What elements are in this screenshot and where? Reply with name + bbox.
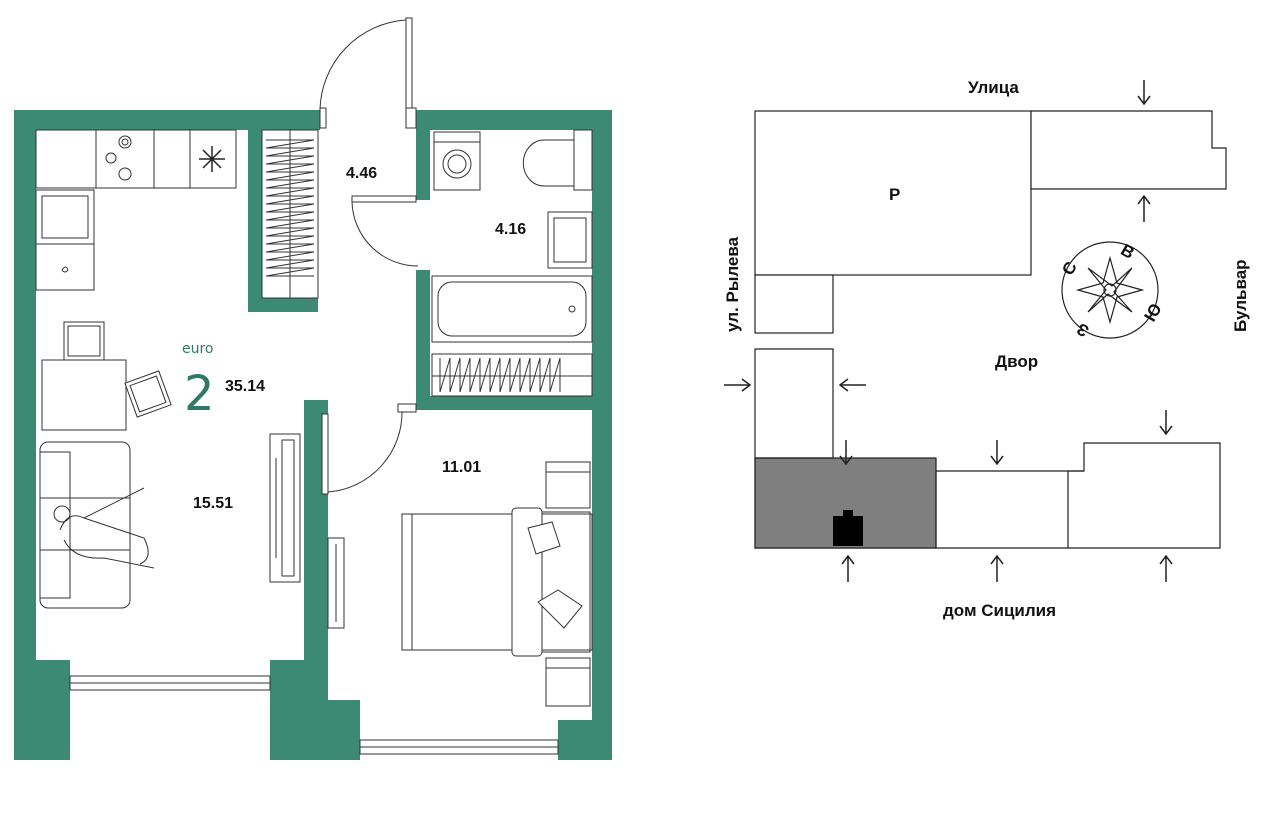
area-hallway: 4.46 — [346, 165, 377, 182]
block-top-right — [1030, 110, 1227, 190]
nightstand-top — [545, 461, 591, 509]
total-area: 35.14 — [225, 378, 265, 395]
sofa — [39, 441, 155, 609]
wardrobe-hall — [261, 129, 319, 299]
bedroom-door — [321, 403, 417, 495]
bathtub — [431, 275, 593, 343]
window-bedroom — [359, 739, 559, 755]
walls — [14, 110, 612, 760]
nightstand-bottom — [545, 657, 591, 707]
compass-icon: С В Ю З — [1058, 240, 1166, 341]
label-courtyard: Двор — [995, 352, 1038, 371]
entry-arrows — [724, 80, 1173, 582]
label-block-p: Р — [889, 185, 900, 204]
entrance-door — [319, 17, 417, 129]
label-street-top: Улица — [968, 78, 1019, 97]
block-small-left — [754, 274, 834, 334]
label-street-right: Бульвар — [1231, 259, 1250, 332]
kitchen-counter — [35, 129, 237, 291]
block-p — [754, 110, 1032, 276]
bathroom-door — [351, 195, 419, 267]
bed — [401, 507, 593, 657]
site-map: С В Ю З Улица Двор дом Сицилия Р ул. Рыл… — [723, 78, 1250, 620]
area-bedroom: 11.01 — [442, 459, 481, 476]
dining-set — [41, 321, 172, 431]
sink — [547, 211, 593, 269]
tv-stand — [269, 433, 301, 583]
rooms-count: 2 — [184, 366, 215, 422]
bedroom-dresser — [327, 537, 345, 629]
label-building: дом Сицилия — [943, 601, 1056, 620]
compass-west: З — [1073, 319, 1092, 341]
area-bathroom: 4.16 — [495, 221, 526, 238]
location-marker-icon — [833, 510, 863, 546]
washing-machine — [433, 131, 481, 191]
compass-south: Ю — [1141, 300, 1166, 325]
floor-plan: euro 2 35.14 15.51 4.46 4.16 11.01 — [14, 17, 612, 760]
area-living-room: 15.51 — [193, 495, 233, 512]
apartment-type-label: euro — [182, 341, 214, 357]
toilet — [522, 129, 593, 191]
compass-north: С — [1058, 258, 1081, 278]
window-living — [69, 675, 271, 691]
snowflake-icon — [199, 146, 225, 172]
label-street-left: ул. Рылева — [723, 236, 742, 332]
wardrobe-bathroom — [431, 353, 593, 397]
